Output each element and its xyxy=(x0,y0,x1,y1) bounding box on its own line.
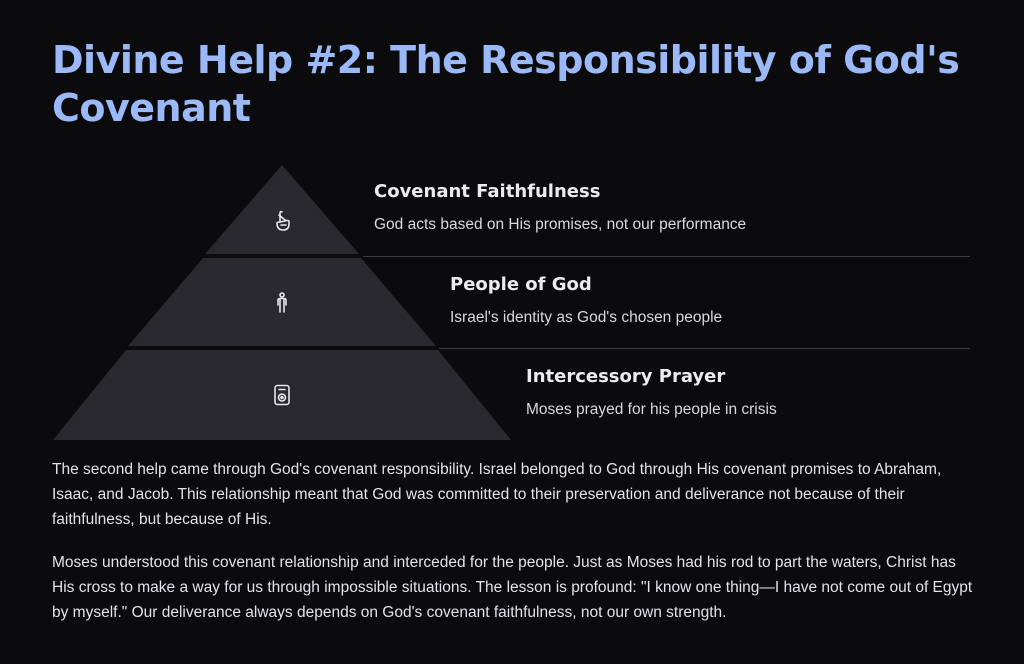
tier-divider xyxy=(363,256,970,257)
tier-title: Intercessory Prayer xyxy=(526,366,726,387)
body-paragraph: The second help came through God's coven… xyxy=(52,461,942,528)
tier-intercessory-prayer: Intercessory Prayer Moses prayed for his… xyxy=(526,366,777,420)
tier-divider xyxy=(439,348,970,349)
crossed-fingers-icon xyxy=(272,210,294,232)
person-icon xyxy=(271,292,293,314)
tier-people-of-god: People of God Israel's identity as God's… xyxy=(450,274,722,328)
tier-description: Israel's identity as God's chosen people xyxy=(450,309,723,326)
tier-description: God acts based on His promises, not our … xyxy=(374,216,747,233)
page-title: Divine Help #2: The Responsibility of Go… xyxy=(52,38,960,130)
speaker-icon xyxy=(271,384,293,406)
tier-title: People of God xyxy=(450,274,592,295)
body-paragraph: Moses understood this covenant relations… xyxy=(52,554,973,621)
tier-description: Moses prayed for his people in crisis xyxy=(526,401,777,418)
tier-covenant-faithfulness: Covenant Faithfulness God acts based on … xyxy=(374,181,746,235)
pyramid-tier-middle xyxy=(128,258,436,346)
pyramid-tier-top xyxy=(205,165,359,254)
pyramid-tier-bottom xyxy=(53,350,511,440)
tier-title: Covenant Faithfulness xyxy=(374,181,601,202)
